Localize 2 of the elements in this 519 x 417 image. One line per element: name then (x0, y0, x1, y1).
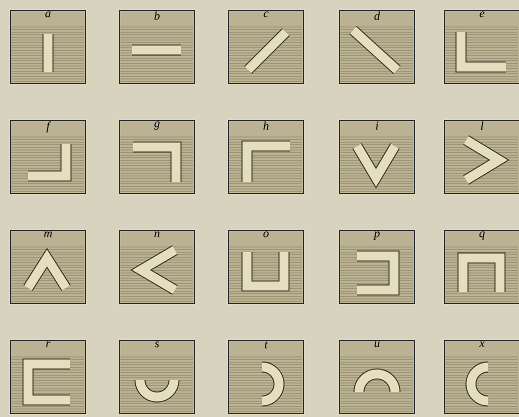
tile: a (10, 10, 86, 84)
tile: b (119, 10, 195, 84)
